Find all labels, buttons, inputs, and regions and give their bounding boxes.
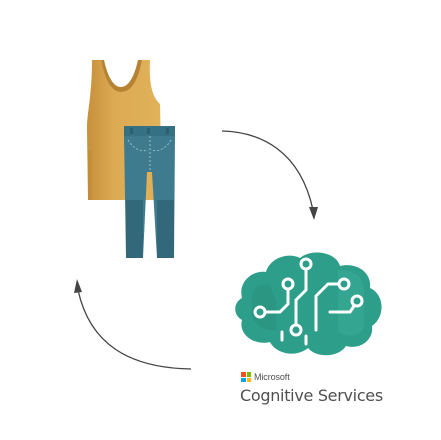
arrow-up-icon <box>74 279 192 370</box>
service-name-label: Cognitive Services <box>240 386 383 405</box>
arrow-down-icon <box>221 130 318 220</box>
microsoft-logo-icon <box>241 372 251 382</box>
microsoft-brand-label: Microsoft <box>254 372 290 382</box>
jeans-icon <box>124 126 175 258</box>
brain-circuit-icon <box>235 252 382 356</box>
microsoft-brand: Microsoft <box>241 371 290 383</box>
